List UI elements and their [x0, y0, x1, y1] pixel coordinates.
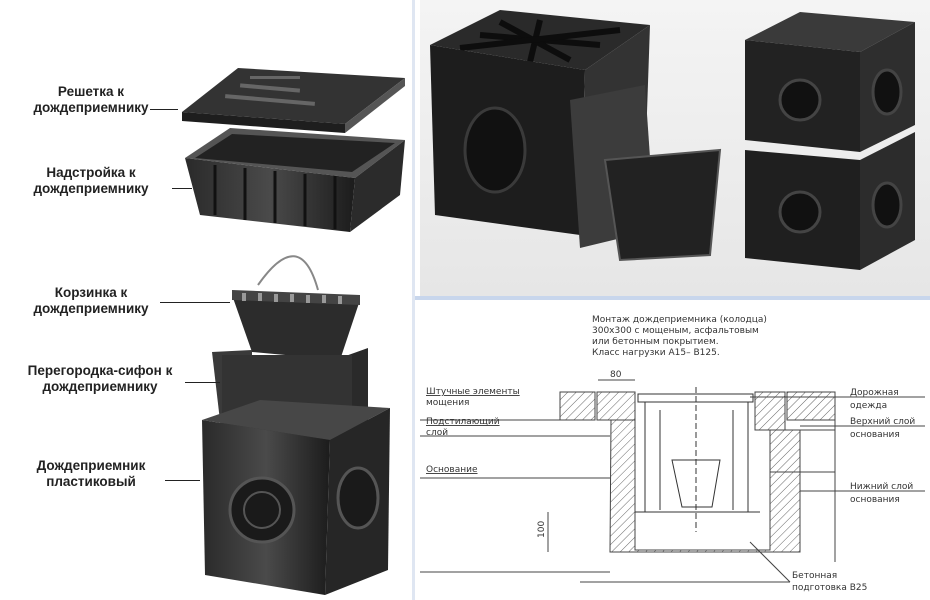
left-labels: Штучные элементы мощения Подстилающий сл… — [426, 387, 520, 475]
bottom-label: Бетонная подготовка B25 — [580, 541, 867, 593]
dimension-80: 80 — [598, 370, 635, 381]
panel-divider — [415, 296, 930, 300]
paving-block — [786, 391, 836, 421]
drawing-label-text: основания — [850, 430, 900, 440]
drawing-label-text: подготовка B25 — [792, 583, 867, 593]
product-photo — [420, 0, 930, 296]
installation-section-drawing: Монтаж дождеприемника (колодца) 300х300 … — [420, 315, 925, 593]
leader-line — [172, 188, 192, 189]
leader-line — [160, 302, 230, 303]
grate-part — [182, 68, 405, 133]
drawing-title: Монтаж дождеприемника (колодца) 300х300 … — [592, 315, 767, 358]
drawing-label-text: мощения — [426, 398, 469, 408]
drawing-label-text: 80 — [610, 370, 622, 380]
basket-part — [232, 255, 360, 360]
body-part — [202, 400, 390, 595]
panel-divider — [412, 0, 415, 600]
drawing-label-text: или бетонным покрытием. — [592, 337, 719, 347]
leader-line — [165, 480, 200, 481]
exploded-view-panel: Решетка к дождеприемнику Надстройка к до… — [0, 0, 410, 600]
concrete-surround — [609, 419, 801, 553]
exploded-parts-illustration — [182, 68, 405, 595]
drawing-label-text: Класс нагрузки A15– B125. — [592, 348, 720, 358]
drawing-label-text: слой — [426, 428, 448, 438]
drawing-label-text: Нижний слой — [850, 482, 913, 492]
paving-block — [754, 391, 786, 431]
drawing-label-text: 100 — [537, 521, 547, 538]
label-grate: Решетка к дождеприемнику — [33, 84, 149, 115]
paving-block — [559, 391, 596, 421]
drawing-label-text: Дорожная — [850, 388, 899, 398]
label-riser: Надстройка к дождеприемнику — [33, 165, 149, 196]
paving-block — [596, 391, 636, 421]
label-siphon-partition: Перегородка-сифон к дождеприемнику — [27, 363, 173, 394]
label-basket: Корзинка к дождеприемнику — [33, 285, 149, 316]
drawing-label-text: Бетонная — [792, 571, 837, 581]
drawing-label-text: Подстилающий — [426, 417, 500, 427]
installation-drawing: Монтаж дождеприемника (колодца) 300х300 … — [420, 302, 930, 600]
drawing-label-text: Штучные элементы — [426, 387, 520, 397]
drawing-label-text: Верхний слой — [850, 417, 915, 427]
leader-line — [185, 382, 220, 383]
stacked-drain-boxes — [745, 12, 915, 270]
right-labels: Дорожная одежда Верхний слой основания Н… — [750, 388, 925, 505]
riser-part — [185, 128, 405, 232]
drawing-label-text: основания — [850, 495, 900, 505]
drain-well — [635, 387, 760, 532]
drawing-label-text: 300х300 с мощеным, асфальтовым — [592, 326, 759, 336]
dimension-100: 100 — [537, 512, 549, 552]
product-photo-illustration — [430, 10, 915, 270]
drawing-label-text: Монтаж дождеприемника (колодца) — [592, 315, 767, 325]
drawing-label-text: одежда — [850, 401, 887, 411]
label-body: Дождеприемник пластиковый — [36, 458, 146, 489]
assembled-drain-box — [430, 10, 722, 262]
drawing-label-text: Основание — [426, 465, 478, 475]
layer-lines — [420, 392, 836, 573]
leader-line — [150, 109, 178, 110]
